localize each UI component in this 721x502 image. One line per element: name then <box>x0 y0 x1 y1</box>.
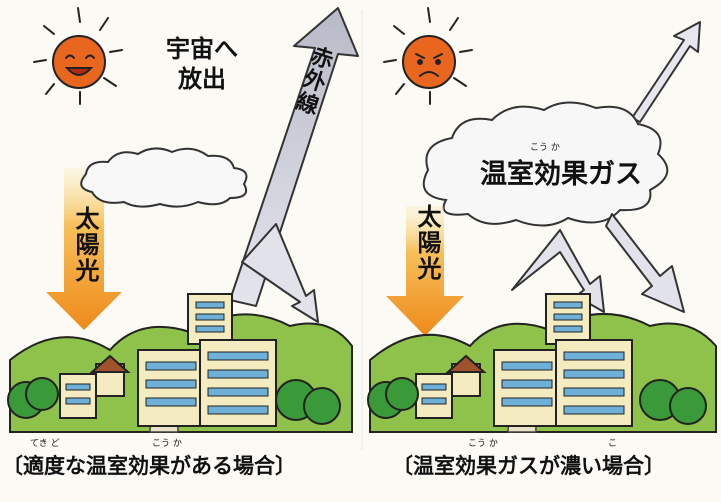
sad-sun-icon <box>383 7 473 105</box>
cloud-label-ruby: こう か <box>530 143 560 153</box>
panel-right <box>367 7 717 433</box>
sunlight-label-left: 太陽光 <box>71 206 99 284</box>
thin-cloud <box>80 147 248 208</box>
caption-right-ruby-2: こ <box>608 439 618 449</box>
sunlight-arrow-right <box>386 206 464 336</box>
trapped-infrared-arrow-1 <box>511 229 605 313</box>
sunlight-label-right: 太陽光 <box>413 204 441 282</box>
sunlight-arrow <box>46 168 122 330</box>
panel-left <box>7 7 359 433</box>
caption-right-ruby-1: こう か <box>468 439 498 449</box>
escaping-infrared-arrow <box>631 21 701 123</box>
trees-left <box>7 377 341 425</box>
happy-sun-icon <box>33 7 123 105</box>
trapped-infrared-arrow-2 <box>605 213 685 313</box>
trees-right <box>367 377 707 425</box>
windows-right <box>421 301 625 415</box>
caption-left: 〔適度な温室効果がある場合〕 <box>2 454 296 478</box>
greenhouse-gas-label: 温室効果ガス <box>480 159 642 190</box>
greenhouse-gas-cloud <box>422 101 669 227</box>
caption-left-ruby-1: てき ど <box>30 439 60 449</box>
windows-left <box>65 301 269 415</box>
space-release-line2: 放出 <box>178 65 226 93</box>
space-release-line1: 宇宙へ <box>166 35 238 63</box>
caption-right: 〔温室効果ガスが濃い場合〕 <box>392 454 665 478</box>
reflected-infrared-arrow <box>241 223 319 323</box>
caption-left-ruby-2: こう か <box>152 439 182 449</box>
space-release-label: 宇宙へ 放出 <box>166 34 238 94</box>
